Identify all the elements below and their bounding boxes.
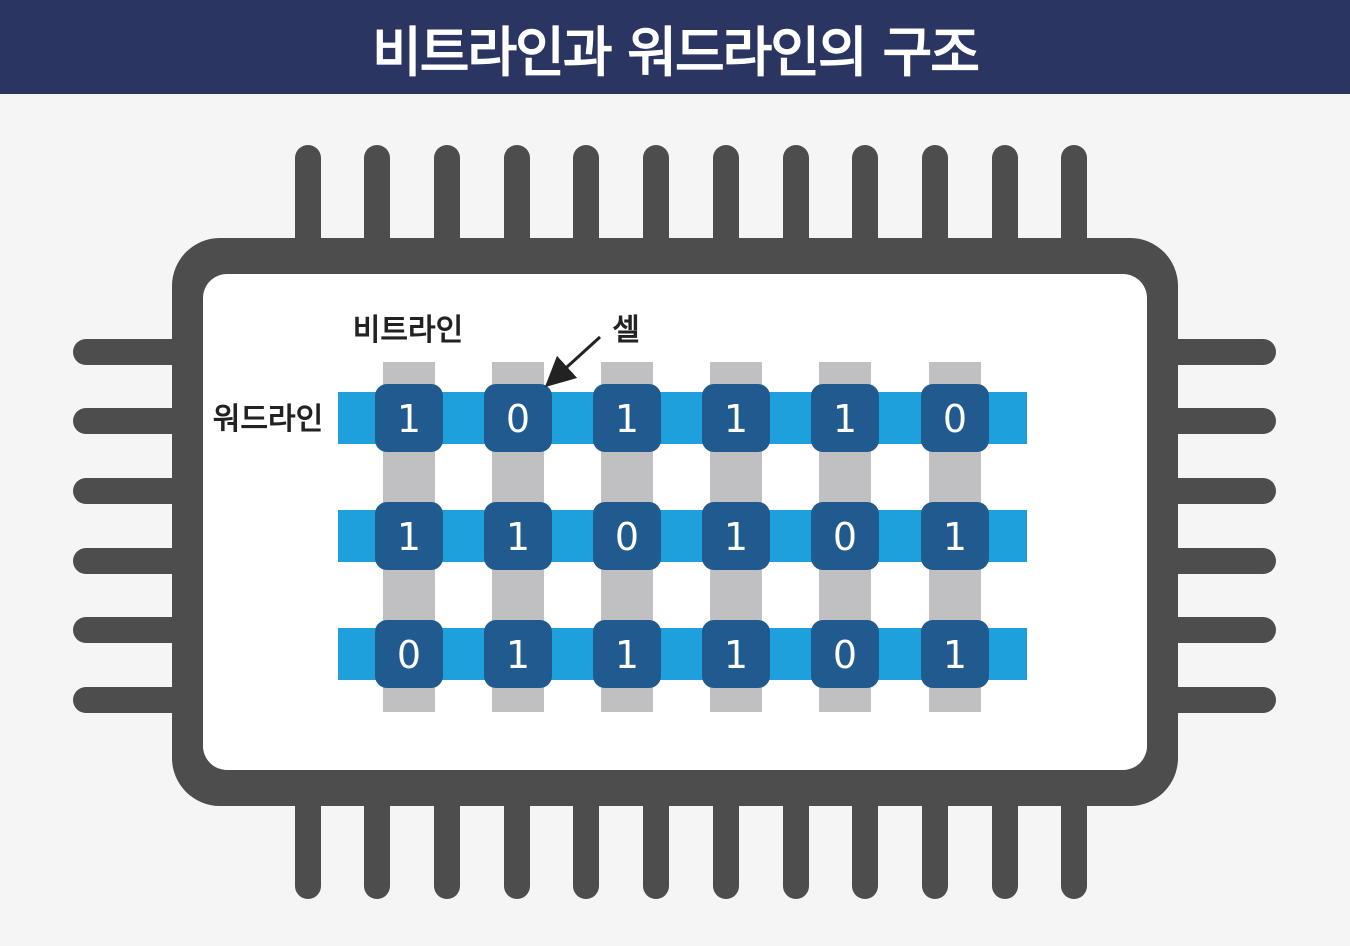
memory-cell [593,384,661,452]
memory-cell [921,620,989,688]
page-title: 비트라인과 워드라인의 구조 [372,20,980,84]
cell-value: 1 [506,633,530,677]
memory-cell [702,620,770,688]
memory-cell [811,384,879,452]
cell-value: 1 [397,397,421,441]
memory-cell [484,384,552,452]
cell-grid: 1 0 1 1 1 0 1 1 0 1 0 1 0 1 1 1 0 1 [375,384,989,688]
memory-cell [593,502,661,570]
memory-cell [484,502,552,570]
cell-value: 1 [397,515,421,559]
memory-cell [375,502,443,570]
cell-label: 셀 [612,313,640,348]
memory-cell [921,384,989,452]
cell-value: 1 [506,515,530,559]
memory-cell [811,620,879,688]
cell-value: 0 [833,633,857,677]
cell-value: 1 [724,633,748,677]
cell-value: 0 [943,397,967,441]
cell-value: 0 [833,515,857,559]
cell-value: 1 [943,515,967,559]
memory-cell [375,620,443,688]
bitline-label: 비트라인 [353,313,463,348]
memory-cell [375,384,443,452]
wordline-label: 워드라인 [213,402,323,437]
cell-value: 0 [506,397,530,441]
memory-cell [921,502,989,570]
title-bar: 비트라인과 워드라인의 구조 [0,0,1350,94]
memory-cell [702,502,770,570]
memory-cell [593,620,661,688]
cell-value: 1 [833,397,857,441]
cell-value: 1 [724,397,748,441]
wordline-group [338,392,1027,680]
cell-value: 1 [724,515,748,559]
memory-cell [811,502,879,570]
memory-cell [702,384,770,452]
wordline [338,628,1027,680]
cell-value: 1 [615,633,639,677]
memory-cell [484,620,552,688]
cell-value: 1 [943,633,967,677]
cell-value: 0 [397,633,421,677]
cell-value: 1 [615,397,639,441]
cell-value: 0 [615,515,639,559]
wordline [338,392,1027,444]
cell-pointer-arrow [544,335,602,388]
wordline [338,510,1027,562]
